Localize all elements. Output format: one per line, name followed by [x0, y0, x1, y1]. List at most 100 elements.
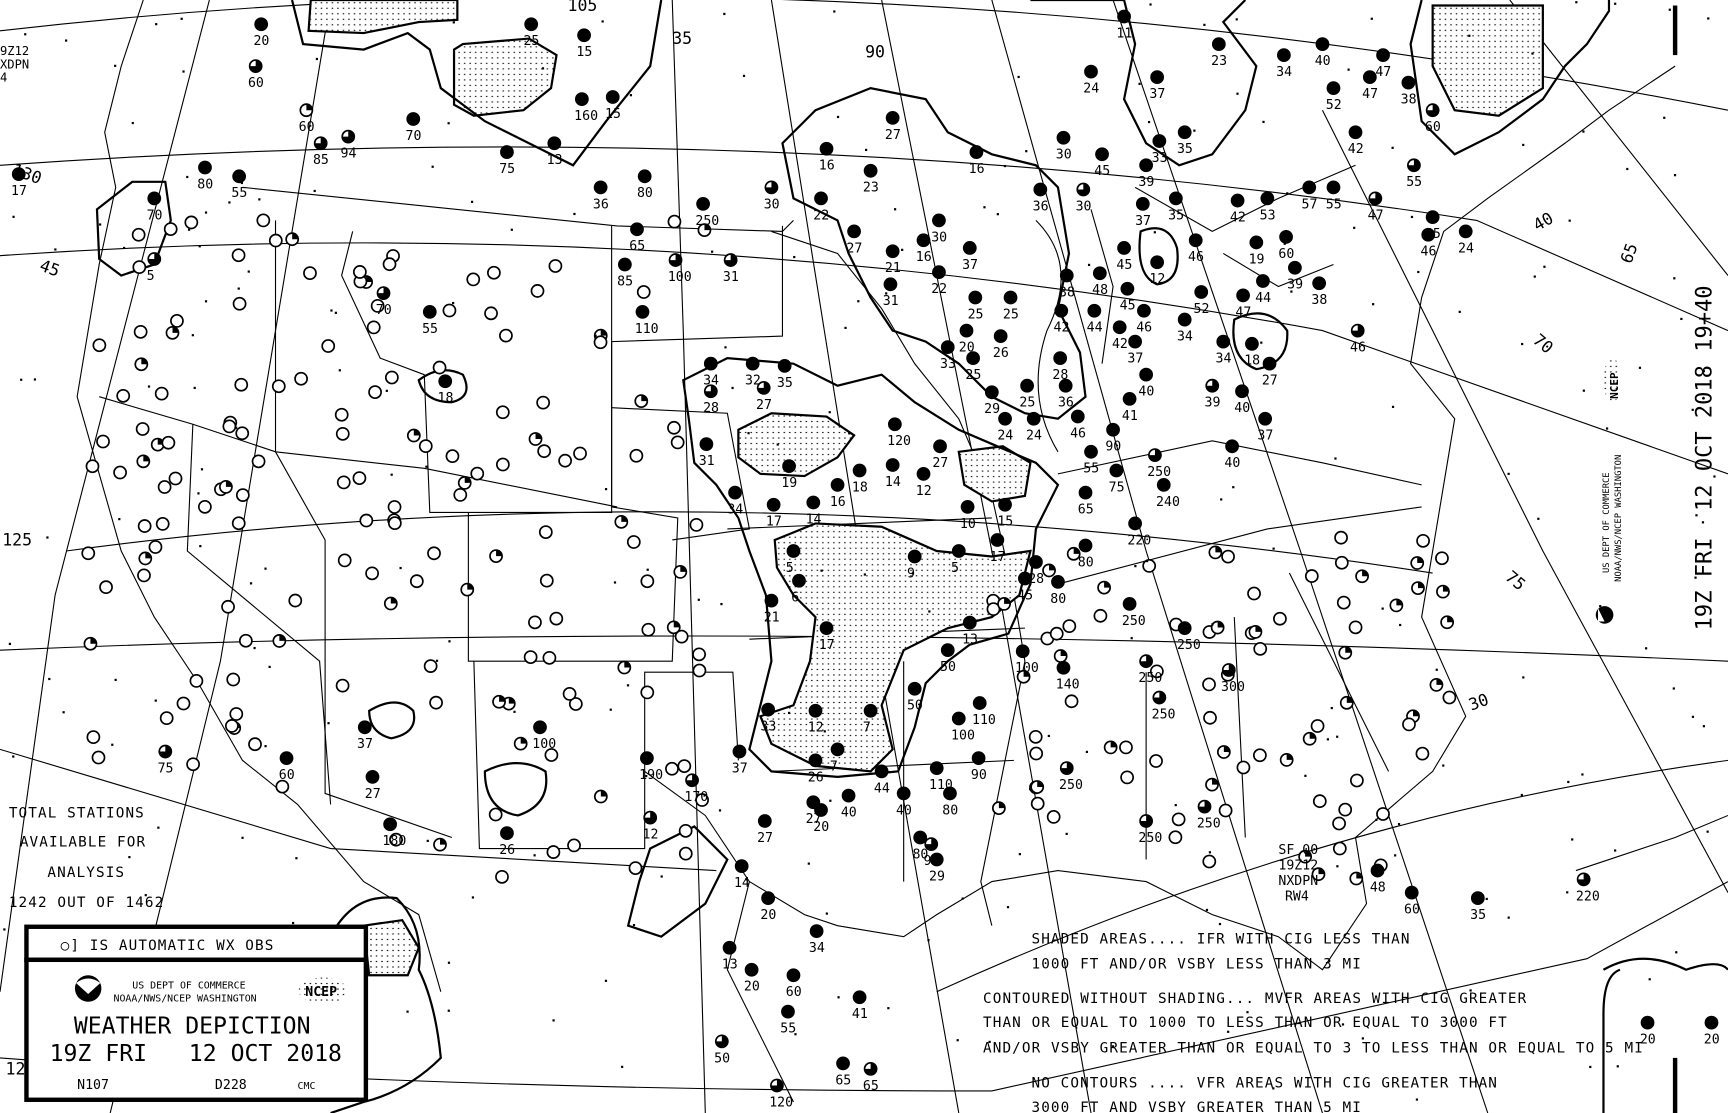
grid-dot	[157, 826, 160, 829]
station-label: 31	[699, 454, 715, 469]
station-marker-clear	[536, 395, 551, 410]
station-marker-clear	[155, 517, 170, 531]
station-marker	[852, 990, 867, 1005]
product-id-line: 9Z12	[0, 44, 29, 58]
station-label: 12	[1149, 272, 1165, 287]
station-marker-clear	[460, 582, 475, 597]
grid-dot	[1361, 1037, 1364, 1040]
grid-dot	[431, 165, 434, 168]
station-marker-clear	[1208, 545, 1223, 560]
station-marker-clear	[186, 757, 200, 772]
station-label: 25	[965, 368, 981, 383]
station-label: 50	[714, 1051, 730, 1066]
mvfr-contours	[95, 0, 1728, 1113]
station-marker	[1092, 266, 1107, 281]
station-marker-clear	[567, 838, 581, 853]
code-right: CMC	[298, 1081, 316, 1092]
station-marker	[1117, 241, 1131, 255]
grid-dot	[1675, 951, 1678, 954]
station-marker	[863, 163, 878, 178]
grid-dot	[844, 326, 847, 329]
station-label: 250	[1122, 614, 1146, 629]
grid-dot	[1211, 623, 1214, 626]
grid-dot	[1235, 18, 1238, 21]
station-label: 27	[846, 241, 862, 256]
station-label: 21	[885, 261, 901, 276]
grid-label: 65	[1617, 241, 1642, 266]
grid-dot	[863, 573, 866, 576]
station-label: 31	[883, 294, 899, 309]
station-marker-clear	[137, 568, 151, 583]
legend: SHADED AREAS.... IFR WITH CIG LESS THAN …	[983, 931, 1643, 1113]
station-label: 27	[757, 831, 773, 846]
grid-dot	[1145, 559, 1149, 563]
grid-dot	[1468, 34, 1471, 37]
station-marker	[728, 485, 742, 500]
grid-dot	[1582, 130, 1585, 133]
station-label: 80	[197, 177, 213, 192]
grid-dot	[996, 213, 999, 216]
station-marker	[852, 463, 867, 478]
station-label: 17	[990, 550, 1006, 565]
station-marker	[1152, 690, 1167, 705]
station-marker-clear	[1435, 551, 1449, 566]
station-marker	[1245, 336, 1259, 351]
station-label: 47	[1362, 87, 1378, 102]
station-marker-clear	[558, 453, 573, 468]
station-label: 20	[760, 908, 776, 923]
station-label: 110	[972, 713, 996, 728]
station-marker	[951, 544, 966, 558]
station-label: 42	[1348, 142, 1364, 157]
station-marker	[971, 751, 986, 766]
station-marker-clear	[665, 761, 679, 776]
station-marker	[786, 968, 801, 983]
station-label: 250	[1138, 831, 1162, 846]
station-marker	[819, 621, 834, 636]
grid-dot	[1334, 457, 1337, 460]
station-marker	[984, 385, 999, 400]
station-marker	[761, 702, 776, 717]
grid-dot	[1566, 891, 1569, 894]
station-marker	[830, 742, 845, 757]
station-marker-clear	[697, 223, 712, 237]
station-label: 160	[574, 109, 598, 124]
station-marker-clear	[528, 615, 542, 630]
station-label: 37	[357, 737, 373, 752]
station-marker-clear	[1338, 802, 1353, 817]
station-label: 27	[365, 787, 381, 802]
station-marker-clear	[198, 499, 212, 514]
grid-dot	[1442, 764, 1445, 767]
grid-dot	[1469, 989, 1472, 992]
station-marker-clear	[1171, 812, 1186, 827]
station-label: 34	[1177, 330, 1193, 345]
grid-dot	[1304, 774, 1307, 777]
station-marker-clear	[492, 694, 506, 709]
station-marker-clear	[406, 428, 421, 443]
station-label: 28	[1052, 368, 1068, 383]
station-marker	[863, 703, 878, 718]
station-marker-clear	[288, 593, 303, 608]
station-marker	[1326, 180, 1341, 195]
station-marker	[1258, 411, 1273, 426]
grid-dot	[1381, 607, 1384, 610]
station-marker-clear	[667, 214, 682, 229]
grid-dot	[452, 21, 455, 24]
station-label: 55	[1083, 462, 1099, 477]
grid-dot	[961, 897, 964, 900]
grid-dot	[745, 878, 748, 881]
grid-dot	[200, 468, 204, 471]
station-label: 50	[940, 660, 956, 675]
station-marker	[422, 304, 437, 319]
station-label: 55	[231, 186, 247, 201]
station-label: 52	[1194, 302, 1210, 317]
grid-dot	[235, 426, 238, 429]
grid-dot	[1047, 734, 1050, 738]
grid-dot	[46, 536, 49, 539]
ncep-logo: NCEP	[305, 985, 337, 1000]
station-marker-clear	[537, 444, 552, 459]
station-label: 12	[916, 484, 932, 499]
station-label: 46	[1421, 245, 1437, 260]
station-marker	[1256, 274, 1270, 288]
station-marker	[990, 533, 1005, 547]
grid-dot	[1272, 1087, 1275, 1090]
